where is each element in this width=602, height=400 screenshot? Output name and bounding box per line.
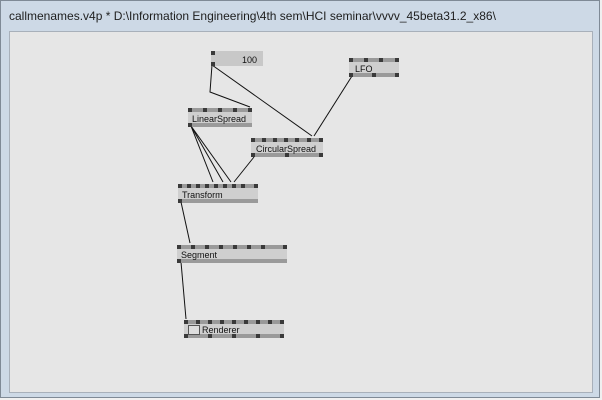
output-pin[interactable] [256,334,260,338]
wire-iobox-circularspread[interactable] [211,64,313,137]
input-pin[interactable] [219,245,223,249]
input-pin[interactable] [284,138,288,142]
wire-iobox-linearspread[interactable] [209,64,251,108]
input-pin[interactable] [262,138,266,142]
input-pin[interactable] [184,320,188,324]
input-pin[interactable] [196,320,200,324]
output-pin[interactable] [280,334,284,338]
input-pin[interactable] [244,320,248,324]
iobox-output-pin[interactable] [211,62,215,66]
node-pin-bar [178,199,258,203]
input-pin[interactable] [307,138,311,142]
wire-transform-segment[interactable] [180,201,191,244]
input-pin[interactable] [232,184,236,188]
wire-linearspread-transform-2[interactable] [190,125,224,183]
input-pin[interactable] [379,58,383,62]
input-pin[interactable] [188,108,192,112]
input-pin[interactable] [187,184,191,188]
node-pin-bar [178,184,258,188]
output-pin[interactable] [395,73,399,77]
input-pin[interactable] [319,138,323,142]
output-pin[interactable] [285,153,289,157]
input-pin[interactable] [196,184,200,188]
title-bar[interactable]: callmenames.v4p * D:\Information Enginee… [1,1,599,31]
node-pin-bar [188,123,252,127]
output-pin[interactable] [319,153,323,157]
node-pin-bar [177,245,287,249]
circularspread-label: CircularSpread [256,144,317,154]
input-pin[interactable] [214,184,218,188]
input-pin[interactable] [178,184,182,188]
input-pin[interactable] [191,245,195,249]
input-pin[interactable] [268,320,272,324]
segment-node[interactable]: Segment [177,245,287,263]
output-pin[interactable] [251,153,255,157]
node-pin-bar [349,58,399,62]
transform-label: Transform [182,190,223,200]
input-pin[interactable] [256,320,260,324]
wire-circularspread-transform[interactable] [233,156,255,183]
input-pin[interactable] [295,138,299,142]
input-pin[interactable] [247,245,251,249]
lfo-node[interactable]: LFO [349,58,399,77]
input-pin[interactable] [208,320,212,324]
input-pin[interactable] [233,245,237,249]
linearspread-node[interactable]: LinearSpread [188,108,252,127]
input-pin[interactable] [203,108,207,112]
patch-canvas[interactable]: 100 LFO LinearSpread [9,31,593,393]
input-pin[interactable] [261,245,265,249]
lfo-label: LFO [355,64,373,74]
input-pin[interactable] [273,138,277,142]
renderer-label: Renderer [202,325,240,335]
wire-lfo-circularspread[interactable] [313,75,353,137]
input-pin[interactable] [223,184,227,188]
output-pin[interactable] [208,334,212,338]
input-pin[interactable] [349,58,353,62]
window-title: callmenames.v4p * D:\Information Enginee… [9,9,496,23]
output-pin[interactable] [177,259,181,263]
input-pin[interactable] [395,58,399,62]
output-pin[interactable] [232,334,236,338]
iobox-value[interactable]: 100 [241,55,257,65]
input-pin[interactable] [233,108,237,112]
input-pin[interactable] [218,108,222,112]
output-pin[interactable] [178,199,182,203]
renderer-node[interactable]: Renderer [184,320,284,338]
output-pin[interactable] [184,334,188,338]
renderer-window-icon [188,325,200,335]
wire-segment-renderer[interactable] [180,261,187,320]
output-pin[interactable] [349,73,353,77]
input-pin[interactable] [280,320,284,324]
input-pin[interactable] [205,245,209,249]
input-pin[interactable] [248,108,252,112]
input-pin[interactable] [205,184,209,188]
linearspread-label: LinearSpread [192,114,247,124]
output-pin[interactable] [188,123,192,127]
output-pin[interactable] [372,73,376,77]
connection-wires [180,64,353,320]
input-pin[interactable] [177,245,181,249]
input-pin[interactable] [254,184,258,188]
node-pin-bar [177,259,287,263]
wire-linearspread-transform-3[interactable] [190,125,232,183]
iobox-node[interactable]: 100 [211,51,263,66]
wire-linearspread-transform-1[interactable] [190,125,214,183]
iobox-input-pin[interactable] [211,51,215,55]
input-pin[interactable] [251,138,255,142]
input-pin[interactable] [283,245,287,249]
input-pin[interactable] [364,58,368,62]
segment-label: Segment [181,250,218,260]
transform-node[interactable]: Transform [178,184,258,203]
input-pin[interactable] [241,184,245,188]
input-pin[interactable] [232,320,236,324]
input-pin[interactable] [220,320,224,324]
circularspread-node[interactable]: CircularSpread [251,138,323,157]
